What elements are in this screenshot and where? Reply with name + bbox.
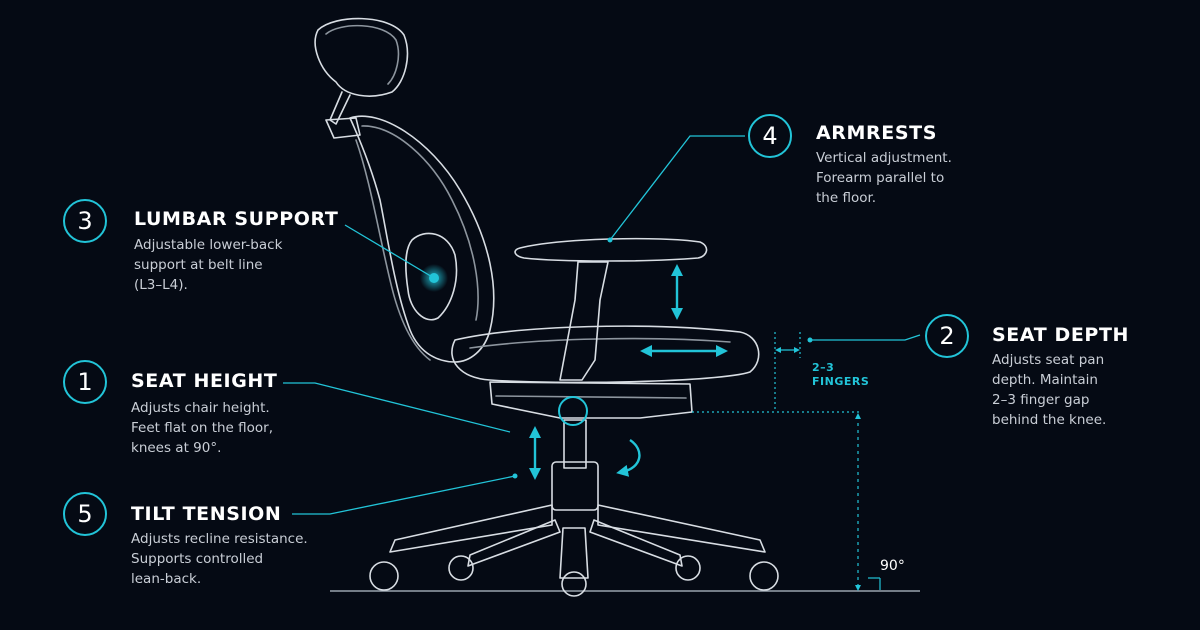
armrest-post [559,261,609,381]
seat-height-description: Adjusts chair height. Feet flat on the f… [131,400,274,456]
lumbar-support-description: Adjustable lower-back support at belt li… [134,237,283,293]
seat-depth-number-badge: 2 [925,314,969,358]
tilt-tension-description: Adjusts recline resistance. Supports con… [131,531,308,587]
armrest-pad [514,237,708,262]
seat-depth-description: Adjusts seat pan depth. Maintain 2–3 fin… [992,352,1107,428]
lumbar-support-title: LUMBAR SUPPORT [134,208,339,230]
leader-tilt-tension [292,475,516,515]
chair-base [389,504,553,553]
backrest [349,115,495,363]
knee-angle-label: 90° [880,558,905,574]
headrest [314,17,409,97]
tilt-rotation-arrow [616,439,641,477]
seat-height-title: SEAT HEIGHT [131,370,278,392]
seat-mechanism [489,381,693,419]
seat-height-number-badge: 1 [63,360,107,404]
lumbar-support-number-badge: 3 [63,199,107,243]
seat-depth-title: SEAT DEPTH [992,324,1130,346]
headrest-post [329,91,351,125]
caster [369,561,399,591]
seat-cushion [451,325,760,384]
gas-cylinder [563,419,587,469]
armrests-number-badge: 4 [748,114,792,158]
finger-gap-label: 2–3 FINGERS [812,361,870,388]
lumbar-pad [405,232,458,321]
tilt-tension-number-badge: 5 [63,492,107,536]
leader-armrests [609,135,745,241]
tilt-tension-title: TILT TENSION [131,503,282,525]
leader-seat-height [283,382,511,433]
armrests-title: ARMRESTS [816,122,937,144]
armrests-description: Vertical adjustment. Forearm parallel to… [816,150,952,206]
leader-lumbar [344,224,435,279]
leader-seat-depth [812,334,921,341]
